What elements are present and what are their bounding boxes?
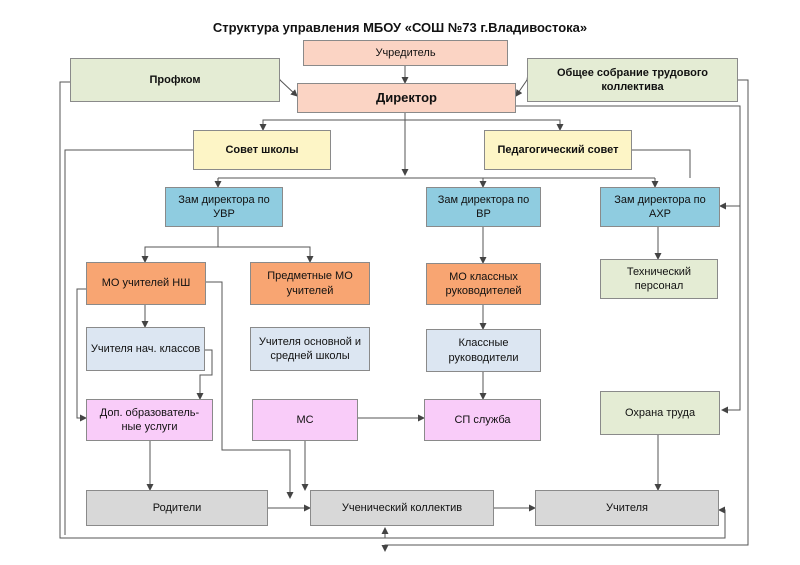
deputy-uvr-box: Зам директора по УВР xyxy=(165,187,283,227)
parents-box: Родители xyxy=(86,490,268,526)
subject-mo-box: Предметные МО учителей xyxy=(250,262,370,305)
mo-class-teachers-box: МО классных руководителей xyxy=(426,263,541,305)
extra-services-box: Доп. образователь-ные услуги xyxy=(86,399,213,441)
deputy-ahr-box: Зам директора по АХР xyxy=(600,187,720,227)
primary-teachers-box: Учителя нач. классов xyxy=(86,327,205,371)
school-council-box: Совет школы xyxy=(193,130,331,170)
deputy-vr-box: Зам директора по ВР xyxy=(426,187,541,227)
union-box: Профком xyxy=(70,58,280,102)
founder-box: Учредитель xyxy=(303,40,508,66)
page-title: Структура управления МБОУ «СОШ №73 г.Вла… xyxy=(212,20,588,35)
mo-primary-box: МО учителей НШ xyxy=(86,262,206,305)
tech-staff-box: Технический персонал xyxy=(600,259,718,299)
student-body-box: Ученический коллектив xyxy=(310,490,494,526)
general-meeting-box: Общее собрание трудового коллектива xyxy=(527,58,738,102)
class-teachers-box: Классные руководители xyxy=(426,329,541,372)
labor-safety-box: Охрана труда xyxy=(600,391,720,435)
sp-service-box: СП служба xyxy=(424,399,541,441)
secondary-teachers-box: Учителя основной и средней школы xyxy=(250,327,370,371)
director-box: Директор xyxy=(297,83,516,113)
ped-council-box: Педагогический совет xyxy=(484,130,632,170)
teachers-box: Учителя xyxy=(535,490,719,526)
ms-box: МС xyxy=(252,399,358,441)
